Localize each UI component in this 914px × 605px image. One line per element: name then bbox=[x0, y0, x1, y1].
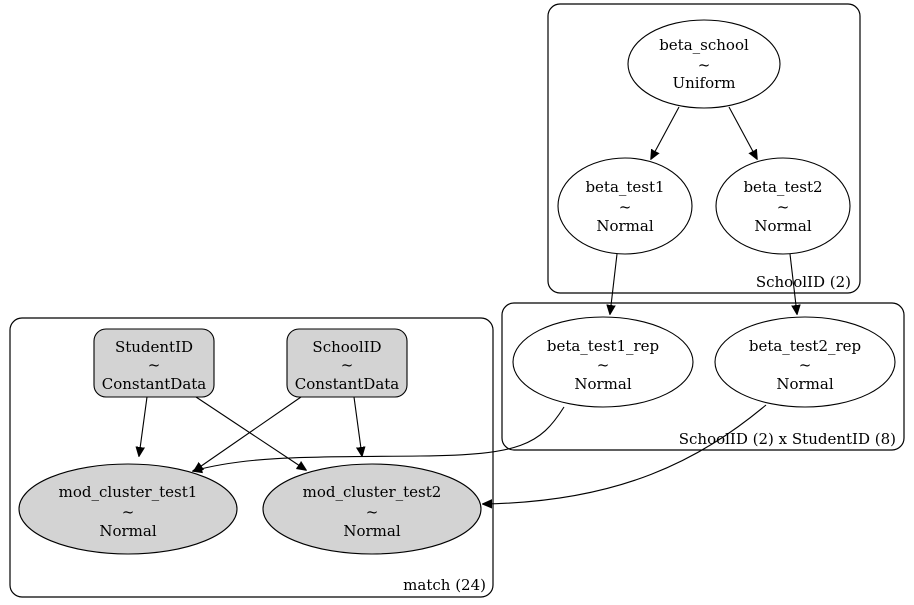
node-beta-test1-rep-tilde: ~ bbox=[597, 356, 610, 374]
node-mod-cluster-test2-tilde: ~ bbox=[366, 503, 379, 521]
node-beta-school: beta_school ~ Uniform bbox=[627, 19, 781, 109]
node-studentid: StudentID ~ ConstantData bbox=[93, 328, 215, 398]
node-beta-test2-rep-name: beta_test2_rep bbox=[749, 337, 861, 355]
node-studentid-dist: ConstantData bbox=[102, 375, 207, 393]
edge-schoolid-to-mod-cluster-test1 bbox=[194, 396, 302, 471]
node-schoolid-tilde: ~ bbox=[341, 356, 354, 374]
node-studentid-name: StudentID bbox=[115, 338, 193, 356]
node-schoolid: SchoolID ~ ConstantData bbox=[286, 328, 408, 398]
edge-beta-school-to-beta-test2 bbox=[728, 106, 757, 159]
plate-school-student: SchoolID (2) x StudentID (8) bbox=[501, 302, 905, 451]
node-beta-test1-rep-dist: Normal bbox=[574, 375, 631, 393]
plate-match-label: match (24) bbox=[403, 576, 486, 594]
node-mod-cluster-test1: mod_cluster_test1 ~ Normal bbox=[18, 463, 238, 555]
plate-school-label: SchoolID (2) bbox=[756, 273, 851, 291]
node-beta-test1-rep: beta_test1_rep ~ Normal bbox=[512, 316, 694, 408]
node-beta-test1-dist: Normal bbox=[596, 217, 653, 235]
node-beta-test1: beta_test1 ~ Normal bbox=[557, 157, 693, 255]
node-schoolid-name: SchoolID bbox=[312, 338, 381, 356]
node-beta-test2-tilde: ~ bbox=[777, 198, 790, 216]
node-beta-test2: beta_test2 ~ Normal bbox=[715, 157, 851, 255]
node-beta-test2-rep-tilde: ~ bbox=[799, 356, 812, 374]
plate-school: SchoolID (2) bbox=[547, 3, 861, 294]
edge-beta-test2-to-beta-test2-rep bbox=[789, 253, 797, 314]
node-beta-test1-name: beta_test1 bbox=[585, 178, 664, 196]
node-beta-test1-rep-name: beta_test1_rep bbox=[547, 337, 659, 355]
node-beta-test2-rep: beta_test2_rep ~ Normal bbox=[714, 316, 896, 408]
node-beta-test2-name: beta_test2 bbox=[743, 178, 822, 196]
edge-studentid-to-mod-cluster-test1 bbox=[139, 396, 148, 456]
node-mod-cluster-test2-dist: Normal bbox=[343, 522, 400, 540]
node-mod-cluster-test1-tilde: ~ bbox=[122, 503, 135, 521]
plate-match: match (24) bbox=[9, 317, 494, 598]
edge-beta-school-to-beta-test1 bbox=[651, 106, 680, 159]
node-mod-cluster-test1-dist: Normal bbox=[99, 522, 156, 540]
edge-beta-test2-rep-to-mod-cluster-test2 bbox=[483, 404, 767, 504]
node-mod-cluster-test1-name: mod_cluster_test1 bbox=[59, 483, 198, 501]
node-studentid-tilde: ~ bbox=[148, 356, 161, 374]
node-beta-school-dist: Uniform bbox=[672, 74, 735, 92]
node-beta-school-tilde: ~ bbox=[698, 56, 711, 74]
node-beta-school-name: beta_school bbox=[659, 36, 749, 54]
node-schoolid-dist: ConstantData bbox=[295, 375, 400, 393]
edges bbox=[139, 106, 797, 504]
edge-beta-test1-to-beta-test1-rep bbox=[610, 253, 618, 314]
edge-beta-test1-rep-to-mod-cluster-test1 bbox=[193, 406, 565, 471]
node-beta-test2-rep-dist: Normal bbox=[776, 375, 833, 393]
node-mod-cluster-test2-name: mod_cluster_test2 bbox=[303, 483, 442, 501]
node-beta-test1-tilde: ~ bbox=[619, 198, 632, 216]
edge-studentid-to-mod-cluster-test2 bbox=[195, 396, 306, 470]
plate-school-student-label: SchoolID (2) x StudentID (8) bbox=[679, 430, 896, 448]
node-mod-cluster-test2: mod_cluster_test2 ~ Normal bbox=[262, 463, 482, 555]
edge-schoolid-to-mod-cluster-test2 bbox=[353, 396, 362, 456]
node-beta-test2-dist: Normal bbox=[754, 217, 811, 235]
